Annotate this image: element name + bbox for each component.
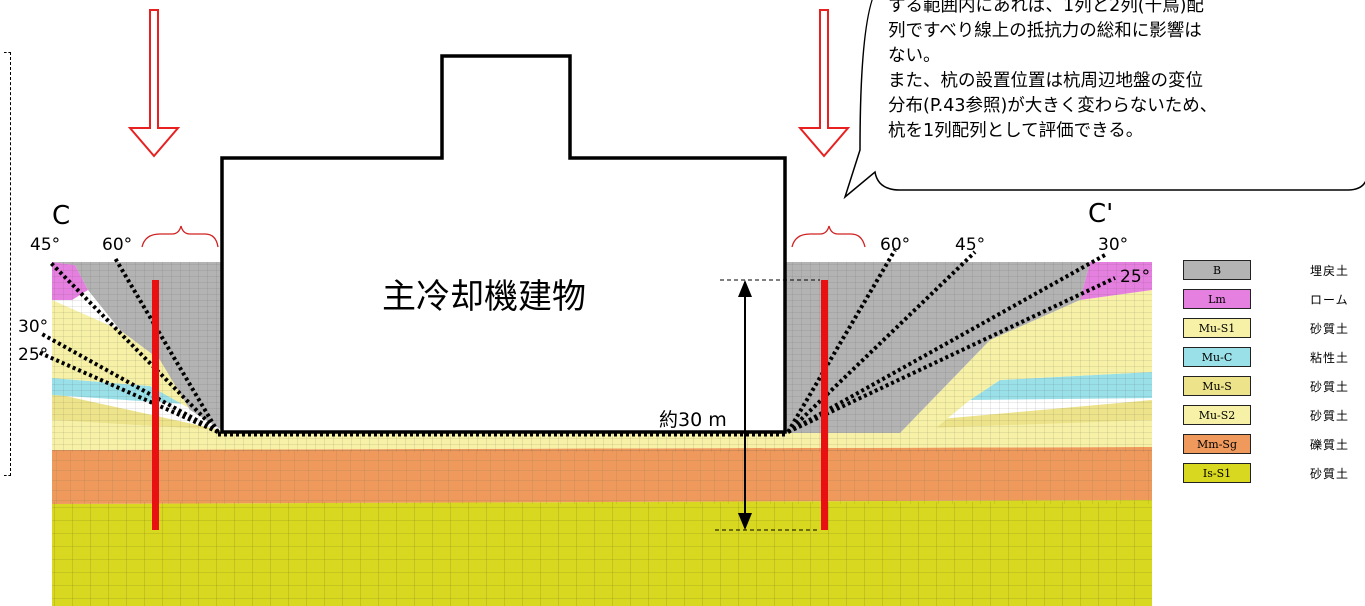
callout-line: また、杭の設置位置は杭周辺地盤の変位: [888, 71, 1203, 91]
callout-bubble: [843, 0, 1365, 200]
slip-lines: [37, 248, 1116, 434]
angle-label-right-30: 30°: [1098, 235, 1128, 255]
callout-line: 分布(P.43参照)が大きく変わらないため、: [888, 96, 1218, 116]
callout-line: 列ですべり線上の抵抗力の総和に影響は: [888, 21, 1202, 41]
load-arrow-right: [797, 9, 851, 158]
legend-label: 砂質土: [1310, 380, 1350, 394]
slip-line-right-30: [787, 253, 1106, 434]
slip-line-left-45: [48, 260, 220, 434]
section-label-left: C: [52, 201, 70, 231]
legend-row: Mu-S 砂質土: [1183, 376, 1363, 405]
legend-swatch: Mu-S2: [1183, 405, 1251, 425]
brace-right: [791, 225, 866, 248]
building-name: 主冷却機建物: [382, 277, 586, 317]
legend-swatch: B: [1183, 260, 1251, 280]
legend-row: Mu-S1 砂質土: [1183, 318, 1363, 347]
legend-swatch: Mu-S1: [1183, 318, 1251, 338]
section-label-right: C': [1088, 199, 1113, 229]
legend-swatch: Mu-S: [1183, 376, 1251, 396]
slip-line-right-60: [786, 248, 897, 434]
soil-legend: B 埋戻土 Lm ローム Mu-S1 砂質土 Mu-C 粘性土 Mu-S 砂質土…: [1183, 260, 1363, 492]
callout-line: する範囲内にあれば、1列と2列(千鳥)配: [888, 0, 1204, 16]
depth-label: 約30 m: [659, 409, 727, 431]
callout-line: ない。: [888, 46, 941, 66]
legend-label: 砂質土: [1310, 322, 1350, 336]
angle-label-right-25: 25°: [1120, 267, 1150, 287]
callout-text: する範囲内にあれば、1列と2列(千鳥)配 列ですべり線上の抵抗力の総和に影響は …: [888, 0, 1358, 144]
slip-line-left-25: [37, 350, 219, 434]
depth-arrow-up: [738, 280, 752, 297]
legend-swatch: Lm: [1183, 289, 1251, 309]
legend-row: Lm ローム: [1183, 289, 1363, 318]
slip-line-left-30: [39, 331, 219, 434]
legend-label: 埋戻土: [1310, 264, 1350, 278]
legend-row: Mm-Sg 礫質土: [1183, 434, 1363, 463]
slip-line-left-60: [113, 256, 220, 434]
angle-label-left-45: 45°: [30, 235, 60, 255]
slip-line-right-45: [786, 250, 977, 434]
angle-label-right-60: 60°: [880, 235, 910, 255]
angle-label-left-30: 30°: [18, 317, 48, 337]
depth-arrow-down: [738, 513, 752, 530]
angle-label-left-60: 60°: [102, 235, 132, 255]
legend-row: Mu-S2 砂質土: [1183, 405, 1363, 434]
legend-label: 粘性土: [1310, 351, 1350, 365]
legend-label: 礫質土: [1310, 438, 1350, 452]
legend-row: Mu-C 粘性土: [1183, 347, 1363, 376]
slip-line-right-25: [787, 276, 1116, 434]
legend-row: Is-S1 砂質土: [1183, 463, 1363, 492]
building-outline: [220, 54, 787, 434]
angle-label-left-25: 25°: [18, 345, 48, 365]
legend-swatch: Mm-Sg: [1183, 434, 1251, 454]
load-arrow-left: [127, 9, 181, 158]
legend-row: B 埋戻土: [1183, 260, 1363, 289]
brace-left: [141, 225, 219, 248]
left-dashed-frame: [4, 52, 11, 476]
callout-line: 杭を1列配列として評価できる。: [888, 121, 1144, 141]
angle-label-right-45: 45°: [955, 235, 985, 255]
legend-label: 砂質土: [1310, 409, 1350, 423]
legend-label: 砂質土: [1310, 467, 1350, 481]
legend-label: ローム: [1310, 293, 1349, 307]
legend-swatch: Mu-C: [1183, 347, 1251, 367]
legend-swatch: Is-S1: [1183, 463, 1251, 483]
pile-left: [152, 280, 159, 530]
pile-right: [821, 280, 828, 530]
